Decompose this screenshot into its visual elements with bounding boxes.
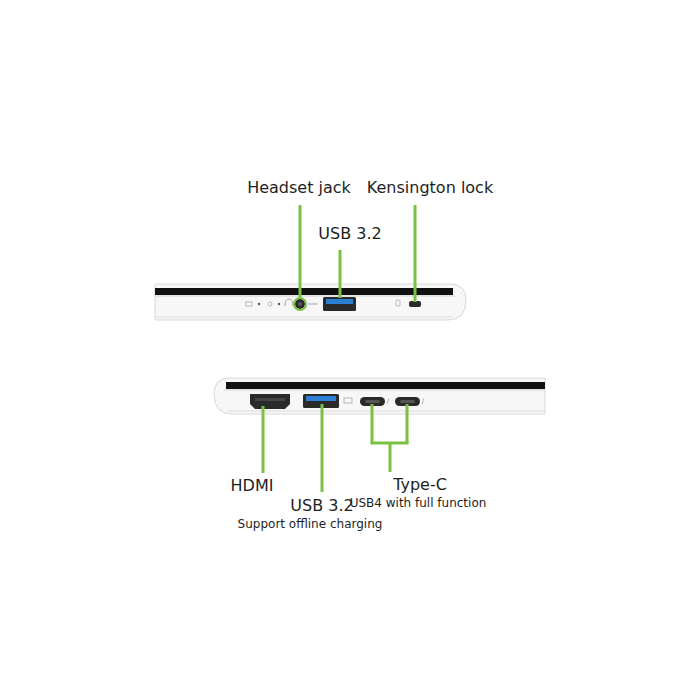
leader-lines: [263, 205, 415, 492]
port-note: Support offline charging: [238, 517, 383, 531]
port-label: Headset jack: [247, 178, 351, 197]
port-label: HDMI: [231, 476, 274, 495]
laptop-side-left: [155, 284, 466, 320]
port-label: USB 3.2: [290, 496, 353, 515]
port-label: Type-C: [393, 475, 447, 494]
port-label: USB 3.2: [318, 224, 381, 243]
port-note: USB4 with full function: [350, 496, 487, 510]
port-label: Kensington lock: [367, 178, 493, 197]
